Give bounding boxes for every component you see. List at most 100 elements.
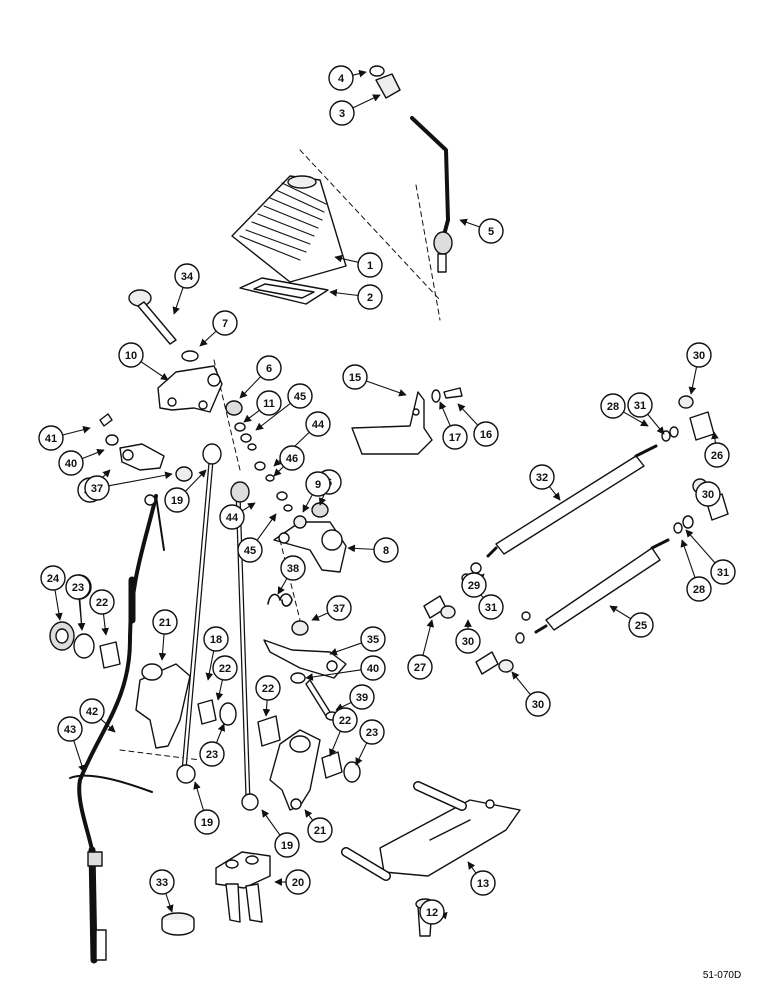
callout-39: 39 <box>356 692 368 704</box>
part-boot-plate <box>239 277 329 305</box>
callout-15: 15 <box>349 372 361 384</box>
callout-circle <box>274 832 300 858</box>
leader-arrow <box>457 403 479 426</box>
callout-circle <box>152 609 178 635</box>
leader-arrow <box>73 740 86 773</box>
callout-circle <box>328 65 354 91</box>
leader-arrow <box>511 671 531 696</box>
part-bushes-middle <box>197 699 361 783</box>
callout-3: 3 <box>339 108 345 120</box>
part-bush-9 <box>293 515 307 529</box>
callout-circle <box>461 572 487 598</box>
callout-circle <box>442 424 468 450</box>
leader-arrow <box>623 411 649 427</box>
part-pivot-left <box>99 413 165 471</box>
part-spring <box>267 593 293 607</box>
leader-arrow <box>100 718 116 733</box>
leader-arrow <box>184 469 207 492</box>
leader-arrow <box>548 486 561 501</box>
callout-circle <box>473 421 499 447</box>
callout-circle <box>174 263 200 289</box>
callout-26: 26 <box>711 450 723 462</box>
callout-circle <box>332 707 358 733</box>
callout-22: 22 <box>339 715 351 727</box>
leader-arrow <box>241 502 256 512</box>
part-cable <box>69 494 165 964</box>
callout-circle <box>237 537 263 563</box>
callout-circle <box>360 626 386 652</box>
leader-arrow <box>261 809 281 836</box>
part-bush-6b <box>311 502 329 518</box>
leader-arrow <box>311 612 329 621</box>
callout-circle <box>407 654 433 680</box>
leader-arrow <box>355 742 368 766</box>
callout-circle <box>219 504 245 530</box>
callout-circle <box>326 595 352 621</box>
leader-arrow <box>256 513 277 541</box>
callout-circle <box>212 655 238 681</box>
callout-circle <box>478 594 504 620</box>
part-lever-21a <box>135 663 191 749</box>
callout-circle <box>287 383 313 409</box>
callout-7: 7 <box>222 318 228 330</box>
callout-30: 30 <box>462 636 474 648</box>
callout-22: 22 <box>219 663 231 675</box>
part-lever-8 <box>273 521 347 573</box>
callout-12: 12 <box>426 907 438 919</box>
callout-circle <box>704 442 730 468</box>
callout-circle <box>600 393 626 419</box>
callout-31: 31 <box>634 400 646 412</box>
callout-circle <box>149 869 175 895</box>
callout-30: 30 <box>702 489 714 501</box>
callout-19: 19 <box>171 495 183 507</box>
callout-16: 16 <box>480 429 492 441</box>
leader-arrow <box>352 94 381 109</box>
callout-38: 38 <box>287 563 299 575</box>
callout-22: 22 <box>96 597 108 609</box>
leader-arrow <box>243 409 260 423</box>
leader-arrow <box>108 471 173 487</box>
callout-34: 34 <box>181 271 194 283</box>
leader-arrow <box>647 413 665 435</box>
part-bracket-15 <box>351 387 463 455</box>
leader-arrow <box>302 494 313 513</box>
callout-31: 31 <box>717 567 729 579</box>
callout-42: 42 <box>86 706 98 718</box>
leader-arrow <box>140 361 169 381</box>
callout-23: 23 <box>72 582 84 594</box>
callout-31: 31 <box>485 602 497 614</box>
callout-circle <box>628 612 654 638</box>
callout-circle <box>57 716 83 742</box>
leader-arrow <box>304 809 314 821</box>
callout-circle <box>419 899 445 925</box>
callout-circle <box>84 475 110 501</box>
part-bolt-34 <box>128 289 177 345</box>
callout-circle <box>199 741 225 767</box>
part-gear-boot <box>231 175 347 283</box>
callout-circle <box>89 589 115 615</box>
leader-arrow <box>305 669 362 681</box>
part-knob <box>369 65 401 99</box>
leader-arrow <box>165 893 174 913</box>
leader-arrow <box>680 539 696 578</box>
leader-arrow <box>352 69 367 78</box>
callout-22: 22 <box>262 683 274 695</box>
leader-arrow <box>172 287 184 315</box>
leader-arrow <box>329 730 341 757</box>
leader-arrow <box>347 544 375 553</box>
part-lever-35 <box>263 639 347 679</box>
callout-circle <box>307 817 333 843</box>
part-bush-37b <box>291 620 309 636</box>
callout-18: 18 <box>210 634 222 646</box>
leader-arrow <box>81 448 105 460</box>
leader-arrow <box>688 366 698 395</box>
callout-13: 13 <box>477 878 489 890</box>
callout-35: 35 <box>367 634 379 646</box>
callout-circle <box>65 574 91 600</box>
callout-circle <box>256 390 282 416</box>
callout-25: 25 <box>635 620 647 632</box>
callout-group: 1234566789101112131516171819191920212122… <box>38 65 736 925</box>
callout-40: 40 <box>65 458 77 470</box>
part-block-20 <box>215 851 271 923</box>
